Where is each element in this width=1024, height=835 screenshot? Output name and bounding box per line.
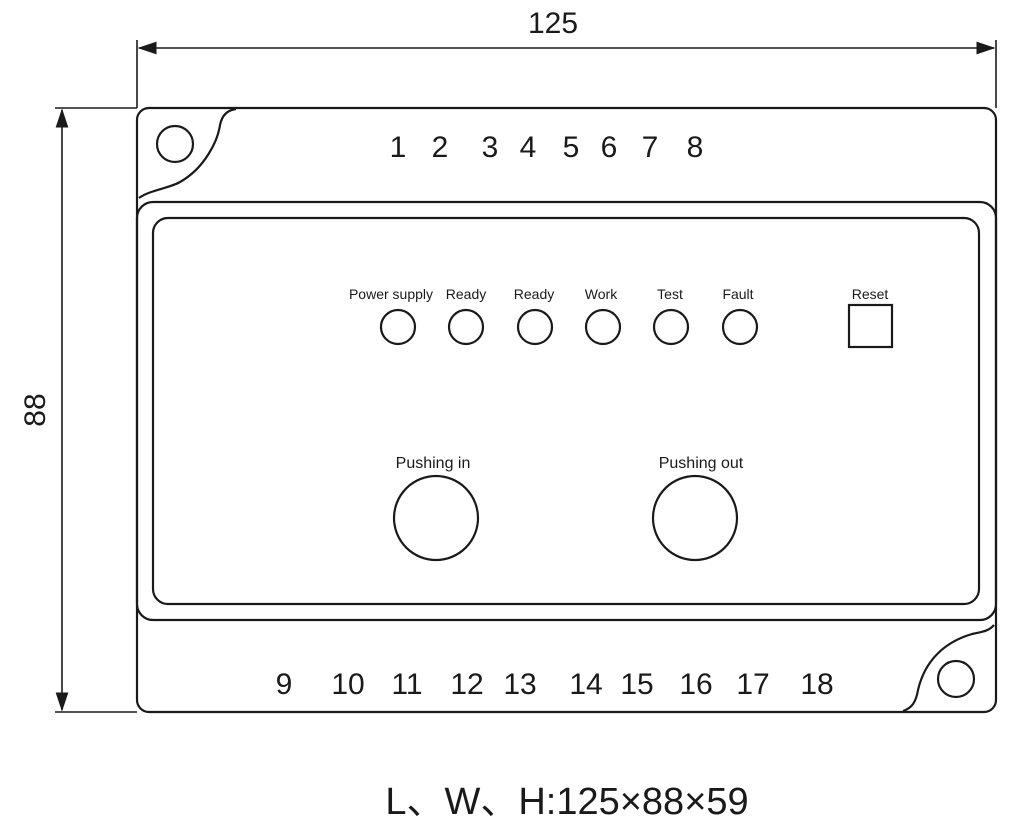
terminal-number: 5 — [563, 131, 580, 164]
terminal-number: 4 — [520, 131, 537, 164]
terminal-number: 8 — [687, 131, 704, 164]
terminal-number: 2 — [432, 131, 449, 164]
indicator-lights: Power supply Ready Ready Work Test Fault — [349, 286, 759, 346]
mounting-hole-bottom-right — [936, 659, 976, 699]
mounting-hole-top-left — [155, 124, 195, 164]
dimensions-caption: L、W、H:125×88×59 — [385, 781, 748, 823]
pushing-out-label: Pushing out — [659, 455, 744, 472]
pushing-in-button[interactable]: Pushing in — [392, 455, 480, 562]
terminal-number: 18 — [800, 668, 833, 701]
bottom-terminal-numbers: 9 10 11 12 13 14 15 16 17 18 — [276, 668, 834, 701]
terminal-number: 1 — [390, 131, 407, 164]
terminal-number: 12 — [450, 668, 483, 701]
indicator-label: Work — [585, 286, 618, 302]
reset-label: Reset — [852, 286, 889, 302]
terminal-number: 15 — [620, 668, 653, 701]
indicator-label: Power supply — [349, 286, 433, 302]
indicator-label: Ready — [446, 286, 486, 302]
terminal-number: 11 — [391, 668, 422, 701]
front-panel — [135, 200, 998, 622]
power-supply-led — [379, 308, 417, 346]
top-terminal-numbers: 1 2 3 4 5 6 7 8 — [390, 131, 704, 164]
ready-led — [447, 308, 485, 346]
indicator-label: Test — [657, 286, 683, 302]
indicator-label: Ready — [514, 286, 554, 302]
ready-led — [516, 308, 554, 346]
width-value: 125 — [528, 7, 578, 40]
terminal-number: 14 — [569, 668, 602, 701]
terminal-number: 13 — [503, 668, 536, 701]
test-led — [652, 308, 690, 346]
work-led — [584, 308, 622, 346]
front-panel-inner — [151, 216, 981, 606]
fault-led — [721, 308, 759, 346]
reset-button[interactable]: Reset — [847, 286, 894, 349]
pushing-in-label: Pushing in — [396, 455, 471, 472]
width-dimension: 125 — [136, 7, 997, 108]
terminal-number: 10 — [331, 668, 364, 701]
terminal-number: 16 — [679, 668, 712, 701]
height-dimension: 88 — [19, 107, 137, 713]
pushing-out-button[interactable]: Pushing out — [651, 455, 744, 562]
terminal-number: 7 — [642, 131, 659, 164]
terminal-number: 9 — [276, 668, 293, 701]
height-value: 88 — [19, 393, 52, 426]
terminal-number: 6 — [601, 131, 618, 164]
indicator-label: Fault — [722, 286, 753, 302]
device-housing — [135, 106, 998, 714]
terminal-number: 17 — [736, 668, 769, 701]
terminal-number: 3 — [482, 131, 499, 164]
